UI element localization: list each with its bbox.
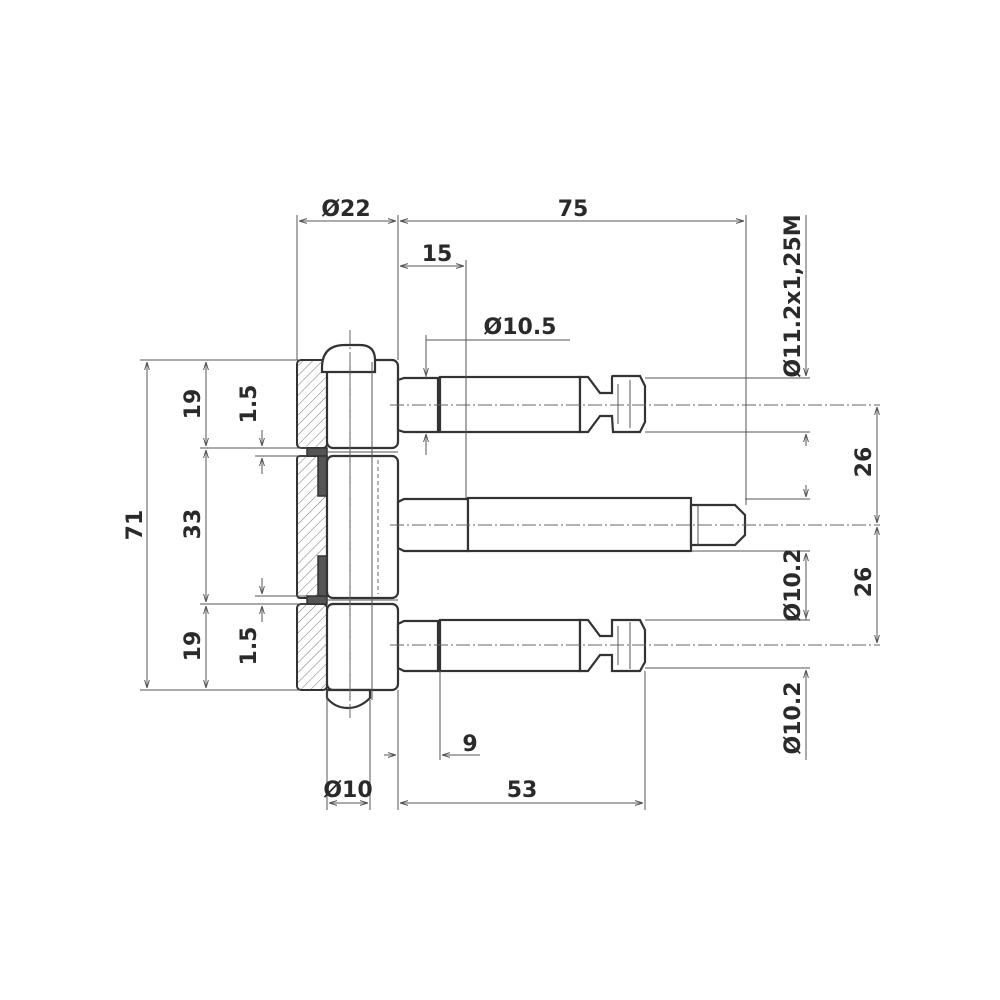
dimension-labels: Ø22 75 15 Ø10.5 Ø11.2x1,25M 71 19 33 19 …: [123, 197, 877, 803]
dim-spacing-26-top: 26: [852, 447, 877, 478]
dim-gap-bottom-1-5: 1.5: [237, 627, 262, 666]
upper-spacer-ring: [306, 447, 328, 457]
dim-thread: Ø11.2x1,25M: [781, 214, 806, 377]
top-plate-section: [296, 359, 328, 449]
bottom-plate-section: [296, 603, 328, 691]
dimension-lines: [140, 215, 877, 810]
top-knuckle: [325, 358, 400, 450]
pin-head: [320, 343, 377, 374]
inner-bush-upper: [317, 455, 328, 497]
dim-length-15: 15: [422, 242, 453, 267]
dim-length-9: 9: [462, 732, 477, 757]
dim-top-knuckle-19: 19: [181, 389, 206, 420]
dim-diameter-10: Ø10: [323, 778, 372, 803]
dim-diameter-10-2-lower: Ø10.2: [781, 682, 806, 755]
pin-tail: [325, 688, 372, 710]
bottom-knuckle: [325, 602, 400, 692]
dim-middle-knuckle-33: 33: [181, 509, 206, 540]
hinge-body: [296, 330, 880, 720]
inner-bush-lower: [317, 555, 328, 597]
top-screw-pin: [396, 374, 647, 434]
dim-diameter-10-2-upper: Ø10.2: [781, 549, 806, 622]
middle-knuckle: [325, 454, 400, 600]
dim-diameter-10-5: Ø10.5: [484, 315, 557, 340]
dim-spacing-26-bottom: 26: [852, 567, 877, 598]
dim-diameter-22: Ø22: [321, 197, 370, 222]
dim-length-75: 75: [558, 197, 589, 222]
dim-bottom-knuckle-19: 19: [181, 631, 206, 662]
dim-gap-top-1-5: 1.5: [237, 385, 262, 424]
dim-total-height-71: 71: [123, 510, 148, 541]
dim-length-53: 53: [507, 778, 538, 803]
lower-spacer-ring: [306, 595, 328, 605]
